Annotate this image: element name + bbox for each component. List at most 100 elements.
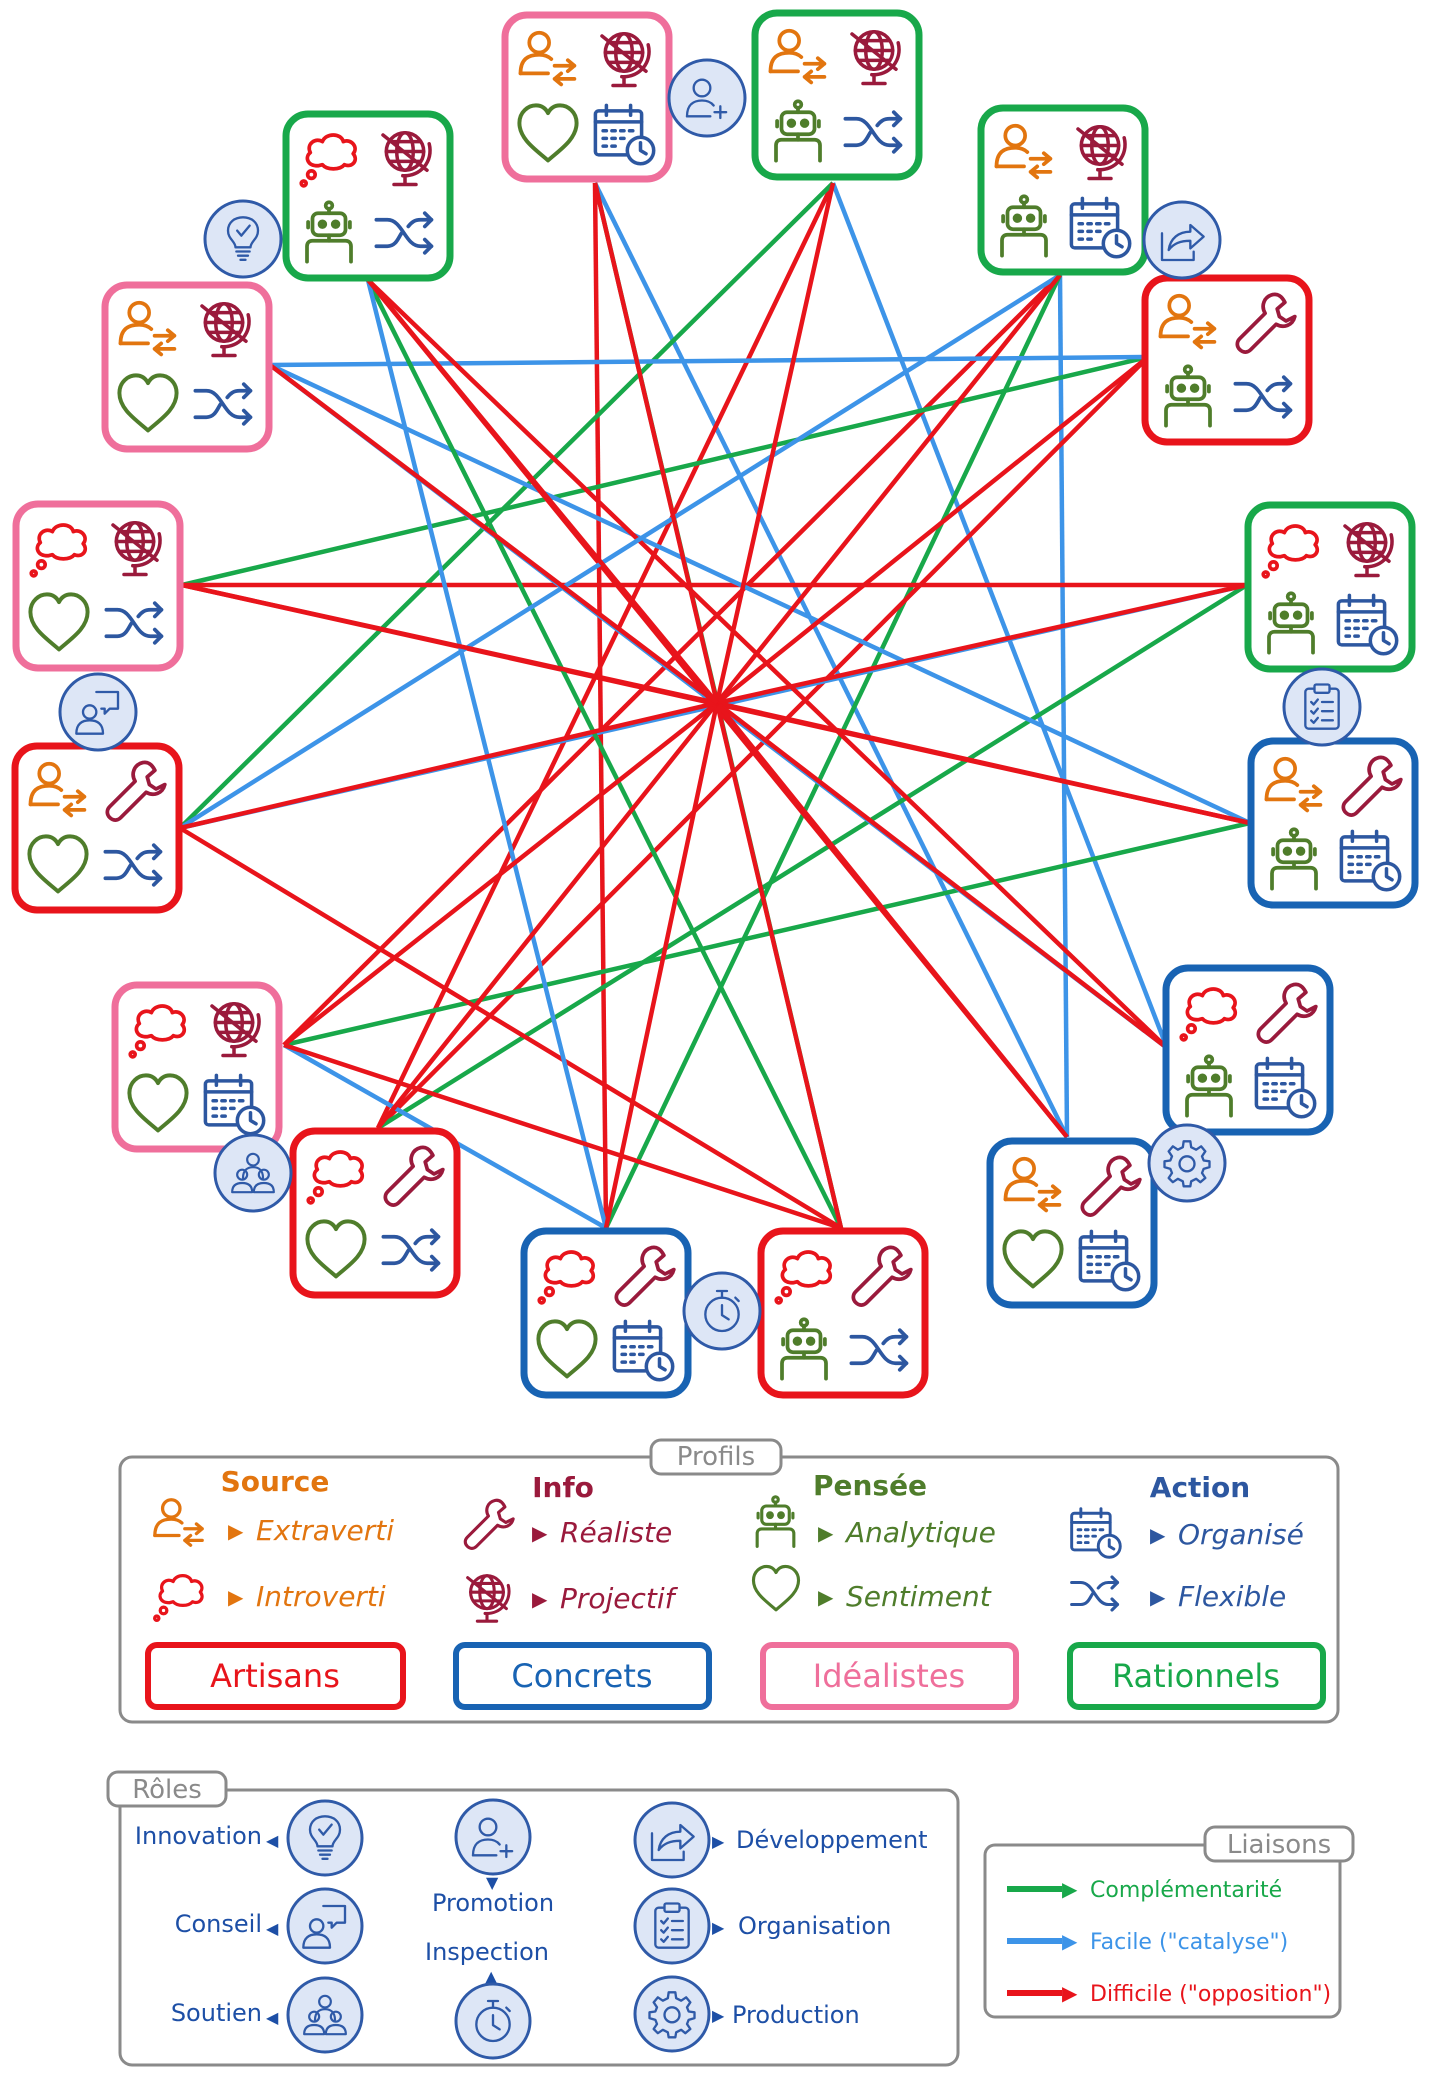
link-difficile bbox=[714, 182, 836, 704]
profile-card-concrets bbox=[1247, 737, 1419, 909]
legend-label-projectif: Projectif bbox=[560, 1582, 679, 1615]
legend-arrow: ▶ bbox=[1062, 1929, 1078, 1953]
legend-label-organise: Organisé bbox=[1178, 1518, 1304, 1551]
link-difficile bbox=[178, 826, 843, 1230]
profile-card-concrets bbox=[520, 1227, 692, 1399]
link-facile bbox=[830, 182, 1170, 1049]
profile-card-concrets bbox=[1162, 964, 1334, 1136]
link-complementarite bbox=[178, 181, 835, 830]
profile-card-rationnels bbox=[977, 104, 1149, 276]
link-difficile bbox=[715, 273, 1062, 705]
legend-arrow: ▶ bbox=[818, 1521, 834, 1545]
legend-arrow: ▶ bbox=[1062, 1981, 1078, 2005]
roles-legend-title: Rôles bbox=[132, 1775, 202, 1805]
role-badge-circle bbox=[667, 58, 747, 138]
legend-arrow: ▶ bbox=[532, 1587, 548, 1611]
legend-label-flexible: Flexible bbox=[1178, 1580, 1286, 1613]
category-artisans-label: Artisans bbox=[210, 1657, 340, 1695]
link-facile bbox=[592, 182, 1070, 1138]
legend-pointer: ▶ bbox=[712, 1918, 725, 1937]
legend-arrow: ▶ bbox=[818, 1585, 834, 1609]
profile-card-artisans bbox=[11, 742, 183, 914]
liaison-label-facile: Facile ("catalyse") bbox=[1090, 1930, 1288, 1955]
legend-arrow: ▶ bbox=[1150, 1523, 1166, 1547]
legend-pointer: ▶ bbox=[712, 2006, 725, 2025]
liaison-label-difficile: Difficile ("opposition") bbox=[1090, 1982, 1331, 2007]
link-complementarite bbox=[365, 278, 844, 1230]
legend-pointer: ◀ bbox=[266, 1831, 279, 1850]
category-concrets-label: Concrets bbox=[511, 1657, 652, 1695]
legend-pointer: ▶ bbox=[712, 1832, 725, 1851]
legend-arrow: ▶ bbox=[228, 1519, 244, 1543]
link-difficile bbox=[715, 701, 1169, 1050]
link-difficile bbox=[282, 701, 719, 1047]
link-complementarite bbox=[181, 354, 1149, 588]
role-badge-circle bbox=[1282, 667, 1362, 747]
role-badge bbox=[667, 58, 747, 138]
link-difficile bbox=[716, 700, 1251, 826]
liaisons-legend-title-frame bbox=[1203, 1825, 1355, 1863]
role-badge bbox=[1142, 200, 1222, 280]
profile-card-artisans bbox=[289, 1127, 461, 1299]
link-difficile bbox=[375, 182, 836, 1129]
link-facile bbox=[178, 273, 1062, 830]
legend-heading-source: Source bbox=[221, 1465, 330, 1498]
link-complementarite bbox=[283, 820, 1251, 1048]
legend-arrow: ▶ bbox=[1062, 1877, 1078, 1901]
legend-arrow: ▶ bbox=[228, 1585, 244, 1609]
role-badge bbox=[682, 1271, 762, 1351]
role-badge bbox=[1147, 1123, 1227, 1203]
legend-heading-pensee: Pensée bbox=[813, 1469, 927, 1502]
roles-layer bbox=[58, 58, 1362, 1351]
category-concrets bbox=[453, 1642, 712, 1710]
role-badge-circle bbox=[1142, 200, 1222, 280]
profile-card-concrets bbox=[986, 1137, 1158, 1309]
link-difficile bbox=[715, 355, 1150, 705]
role-label-production: Production bbox=[732, 2001, 860, 2029]
role-badge-circle bbox=[203, 199, 283, 279]
liaisons-legend-title: Liaisons bbox=[1227, 1830, 1331, 1860]
role-label-soutien: Soutien bbox=[171, 1999, 262, 2027]
profile-card-artisans bbox=[757, 1227, 929, 1399]
legend-pointer: ◀ bbox=[266, 2008, 279, 2027]
link-difficile bbox=[715, 701, 1069, 1139]
role-badge-conseil bbox=[286, 1887, 364, 1965]
role-badge-promotion bbox=[454, 1798, 532, 1876]
link-difficile bbox=[716, 582, 1248, 706]
roles-legend-title-frame bbox=[106, 1770, 228, 1808]
profils-legend-title-frame bbox=[649, 1438, 783, 1476]
profile-card-idealistes bbox=[111, 981, 283, 1153]
role-label-inspection: Inspection bbox=[425, 1938, 549, 1966]
role-badge bbox=[1282, 667, 1362, 747]
role-label-innovation: Innovation bbox=[135, 1822, 262, 1850]
link-facile bbox=[365, 279, 609, 1229]
link-difficile bbox=[376, 701, 719, 1130]
legend-pointer: ◀ bbox=[266, 1919, 279, 1938]
legend-heading-info: Info bbox=[532, 1471, 594, 1504]
category-rationnels bbox=[1067, 1642, 1326, 1710]
link-facile bbox=[269, 354, 1149, 368]
profiles-layer bbox=[11, 9, 1419, 1399]
legend-label-extraverti: Extraverti bbox=[256, 1514, 394, 1547]
legend-arrow: ▶ bbox=[532, 1521, 548, 1545]
link-difficile bbox=[592, 182, 609, 1229]
link-difficile bbox=[282, 273, 1062, 1047]
role-badge-organisation bbox=[633, 1887, 711, 1965]
profile-card-idealistes bbox=[12, 500, 184, 672]
category-rationnels-label: Rationnels bbox=[1112, 1657, 1280, 1695]
link-difficile bbox=[268, 363, 719, 705]
roles-legend: Rôles Innovation ◀ Conseil ◀ Soutien ◀ ▼… bbox=[106, 1770, 960, 2067]
link-difficile bbox=[714, 702, 844, 1229]
role-badge-production bbox=[633, 1975, 711, 2053]
legend-label-sentiment: Sentiment bbox=[846, 1580, 992, 1613]
link-difficile bbox=[366, 278, 719, 705]
profils-legend-title: Profils bbox=[677, 1442, 755, 1472]
link-difficile bbox=[181, 582, 718, 706]
legend-heading-action: Action bbox=[1150, 1471, 1250, 1504]
legend-label-introverti: Introverti bbox=[256, 1580, 386, 1613]
profile-card-rationnels bbox=[282, 110, 454, 282]
category-idealistes-label: Idéalistes bbox=[813, 1657, 965, 1695]
profile-card-rationnels bbox=[751, 9, 923, 181]
role-badge bbox=[58, 672, 138, 752]
